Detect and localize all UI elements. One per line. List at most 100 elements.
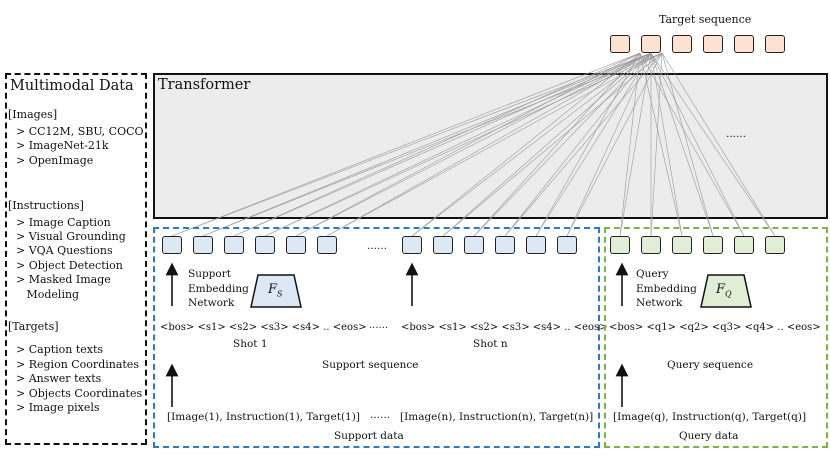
attention-line (504, 52, 652, 237)
query-data-label: Query data (679, 430, 739, 442)
attention-line (535, 52, 652, 237)
support-token (402, 236, 422, 254)
target-token (703, 35, 723, 53)
instructions-item: > Object Detection (16, 259, 123, 272)
attention-line (233, 52, 652, 237)
targets-item: > Answer texts (16, 372, 102, 385)
target-token (734, 35, 754, 53)
attention-line (650, 52, 683, 237)
support-data-n: [Image(n), Instruction(n), Target(n)] (400, 411, 594, 423)
attention-line (233, 52, 641, 237)
support-token (433, 236, 453, 254)
attention-line (326, 52, 663, 237)
attention-line (504, 52, 663, 237)
images-item: > CC12M, SBU, COCO (16, 125, 144, 138)
images-item: > ImageNet-21k (16, 139, 109, 152)
multimodal-data-panel (5, 73, 147, 445)
target-sequence-label: Target sequence (659, 13, 752, 26)
support-data-1: [Image(1), Instruction(1), Target(1)] (167, 411, 360, 423)
query-token (672, 236, 692, 254)
data-panel-title: Multimodal Data (10, 78, 134, 94)
targets-item: > Image pixels (16, 401, 100, 414)
attention-line (202, 52, 663, 237)
support-token (255, 236, 275, 254)
support-token (495, 236, 515, 254)
images-item: > OpenImage (16, 154, 94, 167)
attention-line (442, 52, 663, 237)
instructions-header: [Instructions] (8, 199, 84, 212)
attention-line (619, 52, 641, 237)
attention-line (202, 52, 652, 237)
targets-item: > Caption texts (16, 343, 104, 356)
support-embed-label: Support (188, 268, 231, 280)
support-data-label: Support data (334, 430, 404, 442)
query-token (734, 236, 754, 254)
instructions-item: Modeling (16, 288, 80, 301)
attention-line (295, 52, 652, 237)
support-token (193, 236, 213, 254)
attention-line (171, 52, 652, 237)
images-header: [Images] (8, 108, 58, 121)
attention-line (411, 52, 641, 237)
targets-item: > Region Coordinates (16, 358, 139, 371)
instructions-item: > Image Caption (16, 216, 111, 229)
support-token (286, 236, 306, 254)
target-token (765, 35, 785, 53)
support-embedding-symbol: FS (268, 282, 283, 299)
sequence-ellipsis: ...... (369, 320, 389, 331)
attention-line (411, 52, 652, 237)
shotn-label: Shot n (473, 338, 508, 350)
support-embed-label: Embedding (188, 283, 249, 295)
query-data: [Image(q), Instruction(q), Target(q)] (613, 411, 807, 423)
attention-line (650, 52, 663, 237)
attention-line (442, 52, 652, 237)
query-group (604, 227, 828, 448)
query-embedding-trapezoid (700, 274, 752, 308)
targets-item: > Objects Coordinates (16, 387, 143, 400)
targets-header: [Targets] (8, 320, 59, 333)
target-token (610, 35, 630, 53)
transformer-ellipsis: ...... (726, 128, 747, 140)
target-token (672, 35, 692, 53)
shotn-sequence: <bos> <s1> <s2> <s3> <s4> .. <eos> (401, 322, 608, 333)
shot1-label: Shot 1 (233, 338, 268, 350)
attention-line (619, 52, 652, 237)
target-token (641, 35, 661, 53)
transformer-title: Transformer (158, 77, 251, 93)
support-embedding-trapezoid (250, 274, 302, 308)
support-data-ellipsis: ...... (370, 409, 391, 421)
support-group (153, 227, 600, 448)
attention-line (650, 52, 714, 237)
query-embed-label: Network (636, 297, 683, 309)
query-token (703, 236, 723, 254)
attention-line (473, 52, 652, 237)
support-token (224, 236, 244, 254)
instructions-item: > VQA Questions (16, 244, 113, 257)
support-token (317, 236, 337, 254)
query-embed-label: Embedding (636, 283, 697, 295)
attention-line (326, 52, 652, 237)
attention-line (650, 52, 776, 237)
attention-line (661, 52, 714, 237)
support-sequence-label: Support sequence (322, 359, 419, 371)
query-token (641, 236, 661, 254)
query-token (610, 236, 630, 254)
attention-line (661, 52, 776, 237)
attention-line (264, 52, 652, 237)
attention-line (535, 52, 641, 237)
attention-line (295, 52, 641, 237)
instructions-item: > Masked Image (16, 273, 111, 286)
support-token (526, 236, 546, 254)
instructions-item: > Visual Grounding (16, 230, 126, 243)
support-token (464, 236, 484, 254)
attention-line (566, 52, 663, 237)
query-embedding-symbol: FQ (716, 282, 732, 299)
support-token-ellipsis: ...... (367, 240, 388, 252)
support-token (162, 236, 182, 254)
attention-line (639, 52, 683, 237)
query-token (765, 236, 785, 254)
support-embed-label: Network (188, 297, 235, 309)
attention-line (264, 52, 663, 237)
